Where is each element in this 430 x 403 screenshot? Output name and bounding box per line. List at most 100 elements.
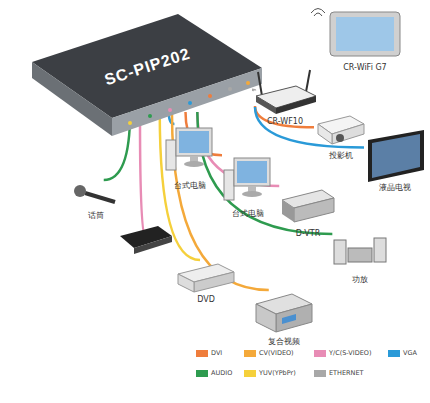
legend-item: CV(VIDEO) [244,349,294,357]
device-label: 话筒 [50,211,142,220]
router [256,70,316,114]
device-node: CR-WF10 [252,68,318,126]
legend-text: ETHERNET [329,369,364,377]
legend-text: VGA [403,349,417,357]
dvd-front [194,272,234,292]
legend-swatch [196,350,208,357]
pc-base [184,161,204,167]
projector-front [332,124,364,144]
device-label: CR-WiFi G7 [302,63,428,72]
vtr-front [294,198,334,222]
device-node: 功放 [330,234,390,284]
speaker [374,238,386,262]
legend-text: Y/C(S-VIDEO) [329,349,371,357]
tv-screen [372,134,420,178]
device-label: 台式电脑 [202,209,294,218]
device-label: 复合视频 [232,337,336,346]
antenna [258,72,262,96]
legend-swatch [244,350,256,357]
amplifier [334,238,386,264]
pc-monitor [176,128,212,156]
port [168,108,172,112]
pc-tower [224,170,234,200]
vtr-side [282,200,294,222]
device-node: 液晶电视 [364,126,426,192]
device-side [32,62,112,136]
device-node: 投影机 [314,114,368,160]
cv-display [282,314,296,324]
cable-line [255,107,364,148]
port [228,87,232,91]
cable-line [172,112,269,290]
device-node: 话筒 [70,180,122,220]
legend-item: ETHERNET [314,369,364,377]
tablet [311,9,400,57]
legend-item: YUV(YPbPr) [244,369,296,377]
projector-side [318,124,332,144]
legend-text: DVI [211,349,222,357]
port [128,121,132,125]
device-label: 投影机 [294,151,388,160]
port [148,114,152,118]
pc-screen [179,131,209,153]
tablet-screen [336,17,394,51]
tablet-body [330,12,400,56]
cable-line [252,89,255,92]
legend-item: DVI [196,349,222,357]
switcher-device [32,14,262,136]
lcd-tv [368,130,424,182]
player-cable [140,120,146,240]
device-label: D-VTR [258,229,358,238]
wifi-arc [314,13,322,16]
projector-lens [336,134,344,142]
device-node: DVD [174,260,238,304]
legend-swatch [314,350,326,357]
router-side [256,96,276,114]
microphone [74,185,115,202]
cv-side [256,304,276,332]
desktop-pc [166,128,212,170]
pc-monitor [234,158,270,186]
port [208,94,212,98]
pc-screen [237,161,267,183]
desktop-pc [224,158,270,200]
tv-frame [368,130,424,182]
d-vtr [282,190,334,222]
device-node: 复合视频 [252,290,316,346]
device-label: 台式电脑 [144,181,236,190]
device-node: CR-WiFi G7 [322,6,408,72]
switcher-node: SC-PIP202 [40,22,255,112]
legend-swatch [244,370,256,377]
player-front [134,236,172,254]
dvd-side [178,274,194,292]
composite-device [256,294,312,332]
mic-head [74,185,86,197]
disc-player [120,226,172,254]
legend-text: CV(VIDEO) [259,349,294,357]
legend-text: YUV(YPbPr) [259,369,296,377]
legend-item: Y/C(S-VIDEO) [314,349,371,357]
device-label: CR-WF10 [232,117,338,126]
device-label: DVD [154,295,258,304]
device-node: 台式电脑 [222,154,274,218]
device-node: 台式电脑 [164,124,216,190]
dvd-player [178,264,234,292]
mic-handle [85,193,115,202]
pc-base [242,191,262,197]
legend-text: AUDIO [211,369,232,377]
router-front [276,96,316,114]
port [246,81,250,85]
device-title: SC-PIP202 [102,45,192,90]
speaker [334,240,346,264]
legend-swatch [314,370,326,377]
projector [318,116,364,144]
device-node: D-VTR [278,186,338,238]
device-label: 功放 [310,275,410,284]
cv-front [276,304,312,332]
wifi-arc [311,9,325,14]
legend-item: AUDIO [196,369,232,377]
device-label: 液晶电视 [344,183,430,192]
